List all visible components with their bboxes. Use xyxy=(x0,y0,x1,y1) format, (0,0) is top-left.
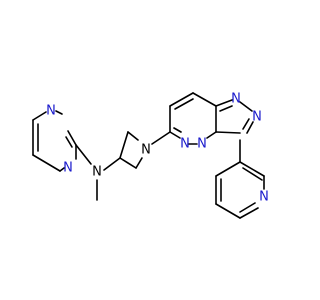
bond xyxy=(103,157,121,171)
bond xyxy=(119,131,129,159)
atom-label-pyrimidine-n: N xyxy=(63,161,73,176)
bond xyxy=(151,131,171,145)
bond xyxy=(215,203,241,219)
bond xyxy=(239,202,256,213)
bond xyxy=(246,121,254,134)
bond xyxy=(239,207,259,219)
bond xyxy=(169,131,181,139)
bond xyxy=(242,167,263,181)
pyridazine-ring xyxy=(169,92,217,145)
bond xyxy=(169,92,194,107)
bond xyxy=(32,154,61,172)
atom-label-pyridazine-n: N xyxy=(180,137,190,152)
bond xyxy=(219,105,233,112)
atom-label-azetidine-n: N xyxy=(141,143,151,158)
bond xyxy=(215,161,241,177)
molecule-structure-diagram: N N N N N N N N N xyxy=(32,92,269,219)
pyrimidine-ring xyxy=(32,110,77,172)
bond xyxy=(119,157,137,169)
bond xyxy=(242,118,250,130)
molecule-canvas: N N N N N N N N N xyxy=(32,91,269,219)
atom-label-pyridazine-n: N xyxy=(197,137,207,152)
amine-linker xyxy=(75,144,121,201)
bond xyxy=(135,157,143,169)
bond xyxy=(192,92,217,107)
atom-label-pyridine-n: N xyxy=(259,190,269,205)
triazole-ring xyxy=(215,99,254,134)
bond xyxy=(67,130,77,146)
bond xyxy=(32,111,47,121)
bond xyxy=(215,99,233,107)
bond xyxy=(174,98,194,110)
bond xyxy=(127,131,139,141)
bond xyxy=(173,127,182,133)
atom-label-triazole-n: N xyxy=(252,110,262,125)
bond xyxy=(206,131,217,139)
atom-label-pyrimidine-n: N xyxy=(46,104,56,119)
atom-label-triazole-n: N xyxy=(231,92,241,107)
azetidine-ring xyxy=(119,131,171,169)
pyridine-ring xyxy=(215,139,265,219)
bond xyxy=(215,131,241,134)
bond xyxy=(239,101,253,112)
bond xyxy=(65,136,73,148)
bond xyxy=(55,110,63,115)
atom-label-amine-n: N xyxy=(92,165,102,180)
bond xyxy=(59,167,65,172)
bond xyxy=(239,161,265,177)
bond xyxy=(75,144,92,165)
